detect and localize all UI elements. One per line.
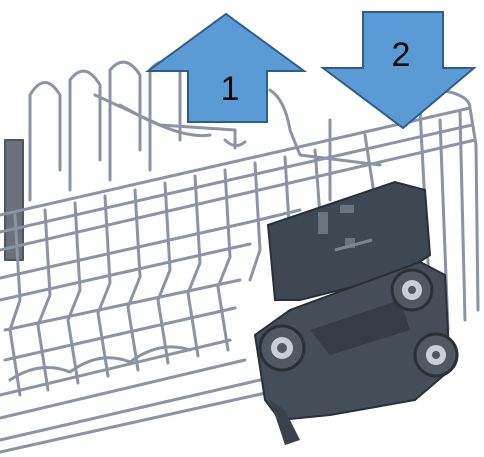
wheel-icon <box>260 326 304 370</box>
rack-left-clip <box>5 140 23 260</box>
bracket-slot <box>318 212 328 234</box>
arrow-label-2: 2 <box>392 36 411 74</box>
arrow-label-1: 1 <box>221 70 240 108</box>
wheel-icon <box>415 334 457 376</box>
wheel-icon <box>392 270 432 310</box>
bracket-slot <box>340 205 354 213</box>
arrow-down-icon: 2 <box>323 12 474 128</box>
rack-adjuster-bracket <box>255 182 457 445</box>
arrow-up-icon: 1 <box>148 14 304 122</box>
